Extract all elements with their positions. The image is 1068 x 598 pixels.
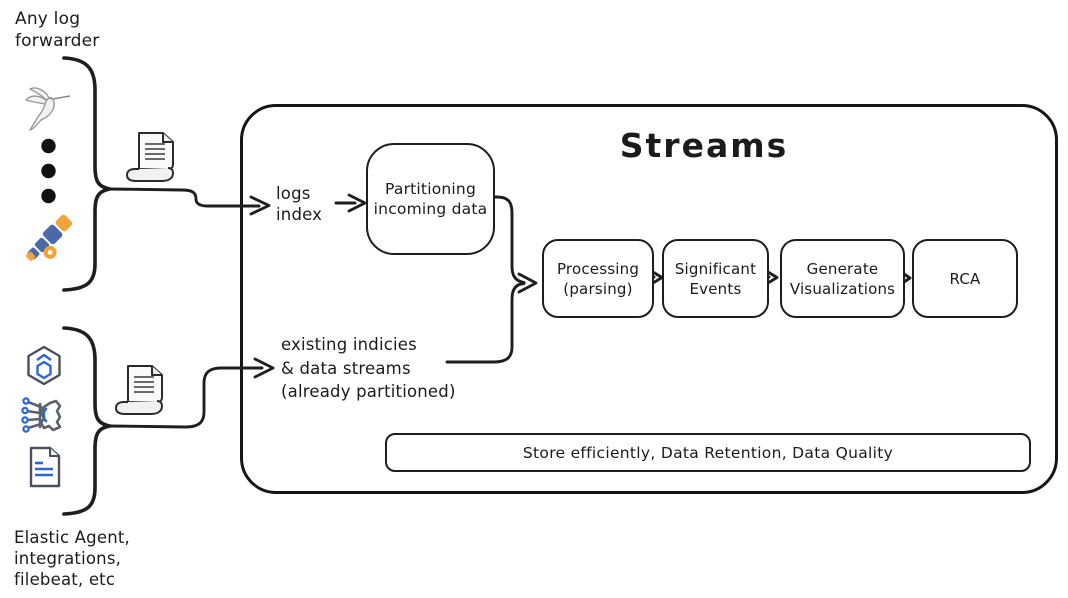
elastic-agent-hexagon-icon (27, 345, 61, 386)
elastic-sources-label: Elastic Agent, integrations, filebeat, e… (14, 528, 130, 589)
node-rca: RCA (912, 239, 1018, 318)
footer-capabilities-bar: Store efficiently, Data Retention, Data … (385, 433, 1031, 472)
arrow-top-brace-to-logs-index (108, 187, 261, 208)
node-partitioning: Partitioning incoming data (366, 143, 495, 255)
node-significant-events: Significant Events (662, 239, 769, 318)
streams-title: Streams (619, 126, 789, 165)
logs-index-label: logs index (276, 184, 323, 224)
node-processing: Processing (parsing) (542, 239, 654, 318)
log-scroll-icon (126, 132, 174, 182)
opentelemetry-telescope-icon (26, 214, 73, 261)
bottom-brace (62, 326, 112, 516)
hummingbird-log-forwarder-icon (25, 87, 71, 131)
node-generate-visualizations: Generate Visualizations (780, 239, 905, 318)
existing-indices-label: existing indicies & data streams (alread… (281, 335, 456, 401)
log-scroll-icon (115, 365, 163, 415)
streams-container (240, 104, 1058, 494)
filebeat-document-icon (29, 446, 61, 488)
any-log-forwarder-label: Any log forwarder (15, 9, 100, 51)
integrations-gear-icon (21, 397, 62, 433)
ellipsis-dots-icon (41, 138, 56, 204)
